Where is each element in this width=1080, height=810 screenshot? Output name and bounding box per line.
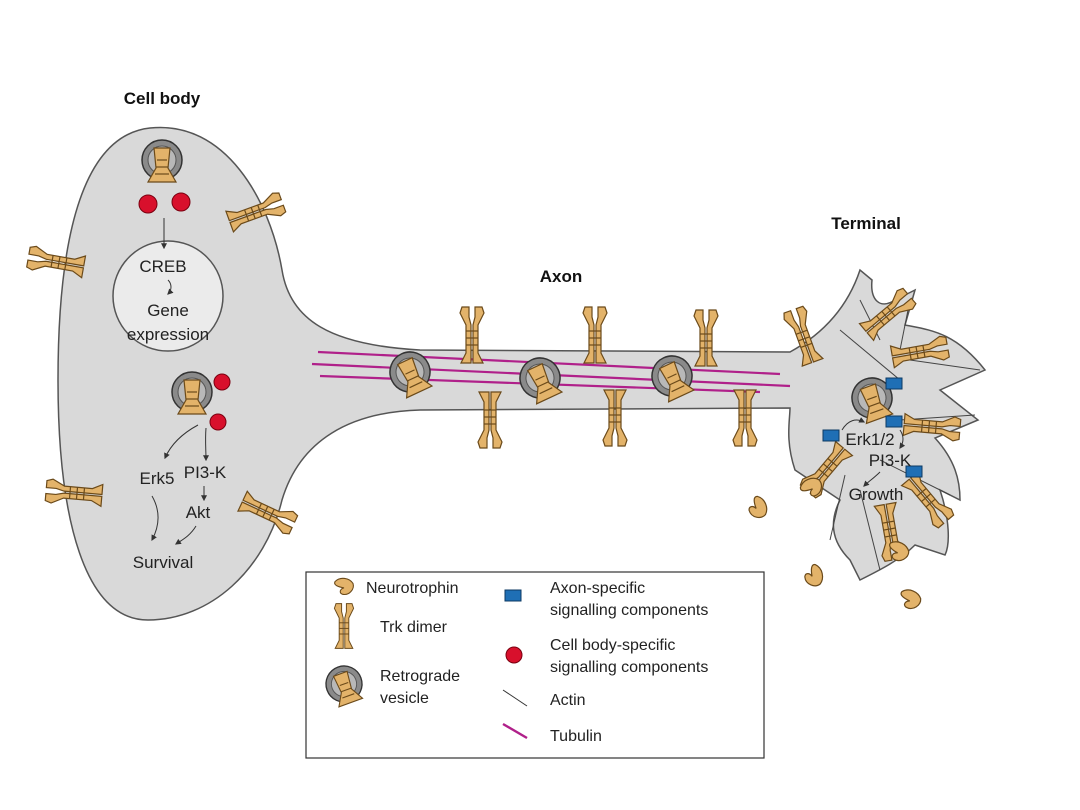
legend-tubulin-label: Tubulin: [550, 728, 602, 745]
legend-cell-body-specific-label-2: signalling components: [550, 659, 708, 676]
neurotrophin: [744, 493, 772, 522]
legend-cell-body-specific-icon: [505, 646, 523, 664]
pi3k-label: PI3-K: [184, 463, 227, 482]
legend-cell-body-specific-label-1: Cell body-specific: [550, 637, 675, 654]
arrow: [164, 424, 199, 460]
legend: Neurotrophin Trk dimer Retrograde vesicl…: [305, 571, 765, 759]
legend-axon-specific-icon: [504, 589, 522, 602]
arrow: [863, 471, 881, 487]
legend-retrograde-label: Retrograde: [380, 668, 460, 685]
legend-tubulin-icon: [502, 722, 528, 740]
gene-label: Gene: [147, 301, 189, 320]
legend-actin-icon: [502, 689, 528, 707]
growth-label: Growth: [849, 485, 904, 504]
retrograde-vesicle-middle: [171, 371, 231, 431]
terminal-pi3k-label: PI3-K: [869, 451, 912, 470]
nucleus: [112, 240, 224, 352]
cell-body-title: Cell body: [124, 89, 201, 108]
erk5-label: Erk5: [140, 469, 175, 488]
creb-label: CREB: [139, 257, 186, 276]
legend-box: [305, 571, 765, 759]
legend-axon-specific-label-1: Axon-specific: [550, 580, 645, 597]
akt-label: Akt: [186, 503, 211, 522]
erk12-label: Erk1/2: [845, 430, 894, 449]
axon-specific-component: [885, 415, 903, 428]
axon-specific-component: [905, 465, 923, 478]
legend-axon-specific-label-2: signalling components: [550, 602, 708, 619]
arrow: [899, 429, 906, 449]
cell-body-component: [171, 192, 191, 212]
arrow: [175, 525, 197, 545]
terminal-title: Terminal: [831, 214, 901, 233]
survival-label: Survival: [133, 553, 193, 572]
axon-specific-component: [822, 429, 840, 442]
retrograde-vesicle-top: [138, 139, 191, 214]
cell-body-component: [138, 194, 158, 214]
legend-actin-label: Actin: [550, 692, 586, 709]
axon-specific-component: [885, 377, 903, 390]
cell-body-component: [209, 413, 227, 431]
legend-neurotrophin-label: Neurotrophin: [366, 580, 459, 597]
neurotrophin: [801, 562, 827, 590]
legend-vesicle-label: vesicle: [380, 690, 429, 707]
expression-label: expression: [127, 325, 209, 344]
arrow: [151, 495, 159, 542]
neurotrophin: [897, 587, 924, 612]
legend-trk-label: Trk dimer: [380, 619, 448, 636]
arrow: [841, 417, 866, 431]
arrow: [167, 279, 174, 295]
cell-body-component: [213, 373, 231, 391]
axon-title: Axon: [540, 267, 583, 286]
